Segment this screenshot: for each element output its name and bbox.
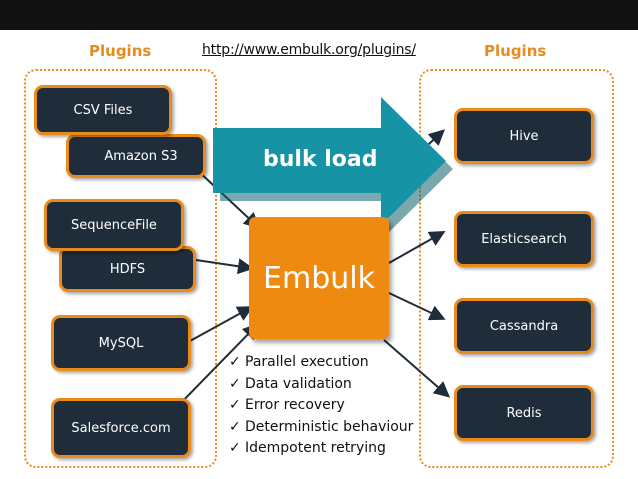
feature-label: Error recovery (245, 397, 345, 413)
check-icon: ✓ (229, 375, 241, 392)
node-elasticsearch[interactable]: Elasticsearch (454, 211, 594, 267)
bulk-load-arrow-body (213, 97, 446, 225)
connector-redis (383, 339, 451, 398)
feature-item: ✓Parallel execution (229, 352, 413, 374)
check-icon: ✓ (229, 440, 241, 456)
plugins-label-left: Plugins (89, 42, 152, 60)
node-cassandra[interactable]: Cassandra (454, 298, 594, 354)
input-plugins-group (24, 69, 217, 468)
feature-item: ✓Error recovery (229, 395, 413, 417)
feature-item: ✓Data validation (229, 374, 413, 396)
node-salesforce[interactable]: Salesforce.com (51, 398, 191, 458)
bulk-load-label: bulk load (263, 147, 378, 172)
feature-label: Data validation (245, 375, 352, 392)
feature-list: ✓Parallel execution ✓Data validation ✓Er… (229, 352, 413, 460)
feature-label: Parallel execution (245, 354, 369, 370)
embulk-core[interactable]: Embulk (249, 217, 389, 339)
feature-item: ✓Deterministic behaviour (229, 417, 413, 439)
feature-label: Idempotent retrying (245, 440, 386, 456)
check-icon: ✓ (229, 354, 241, 370)
plugins-label-right: Plugins (484, 42, 547, 60)
check-icon: ✓ (229, 397, 241, 413)
connector-cassandra (388, 292, 446, 321)
output-plugins-group (419, 69, 614, 468)
node-sequencefile[interactable]: SequenceFile (44, 199, 184, 251)
node-mysql[interactable]: MySQL (51, 315, 191, 371)
connector-hdfs (195, 258, 254, 275)
feature-label: Deterministic behaviour (245, 418, 414, 435)
node-csv-files[interactable]: CSV Files (34, 85, 172, 135)
node-hive[interactable]: Hive (454, 108, 594, 164)
feature-item: ✓Idempotent retrying (229, 438, 413, 460)
connector-salesforce (173, 323, 259, 411)
node-redis[interactable]: Redis (454, 385, 594, 441)
plugins-url-link[interactable]: http://www.embulk.org/plugins/ (202, 42, 416, 58)
node-amazon-s3[interactable]: Amazon S3 (66, 134, 206, 178)
top-bar (0, 0, 638, 30)
connector-elasticsearch (388, 231, 446, 264)
check-icon: ✓ (229, 418, 241, 435)
connector-mysql (189, 306, 254, 342)
node-hdfs[interactable]: HDFS (59, 246, 196, 292)
